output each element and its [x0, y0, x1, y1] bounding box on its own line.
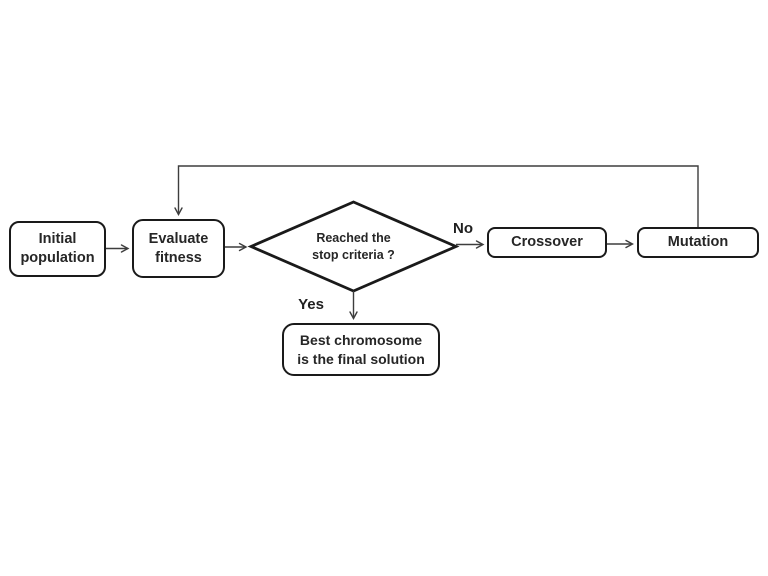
- node-crossover: Crossover: [487, 227, 607, 258]
- edge-label-no: No: [453, 220, 473, 237]
- edge-label-yes: Yes: [298, 296, 324, 313]
- node-initial-population-label-line2: population: [20, 250, 95, 266]
- node-mutation-label: Mutation: [667, 234, 729, 250]
- node-evaluate-fitness-label-line2: fitness: [155, 249, 202, 266]
- node-crossover-label: Crossover: [511, 234, 583, 250]
- node-final-solution-label-line2: is the final solution: [297, 350, 425, 367]
- node-mutation: Mutation: [637, 227, 759, 258]
- connector-mutation-feedback-to-evaluate: [174, 165, 699, 227]
- node-final-solution: Best chromosome is the final solution: [282, 323, 440, 376]
- node-final-solution-label-line1: Best chromosome: [299, 331, 423, 348]
- node-initial-population: Initial population: [9, 221, 106, 277]
- node-stop-criteria-label-line1: Reached the: [316, 230, 391, 245]
- node-evaluate-fitness-label-line1: Evaluate: [148, 230, 209, 247]
- node-stop-criteria-label: Reached the stop criteria ?: [273, 223, 434, 270]
- node-evaluate-fitness: Evaluate fitness: [132, 219, 225, 278]
- node-initial-population-label-line1: Initial: [38, 231, 77, 247]
- node-stop-criteria-label-line2: stop criteria ?: [312, 247, 395, 262]
